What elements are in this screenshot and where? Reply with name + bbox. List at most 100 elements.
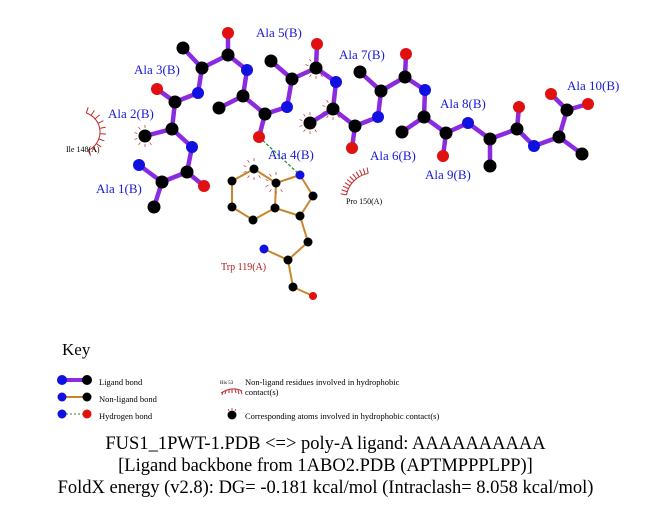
key-label-corresponding-atoms: Corresponding atoms involved in hydropho… [245,411,440,421]
hydrophobic-arc-ile148 [85,107,106,156]
trp-carbon-atom [249,164,259,174]
ligand-nitrogen-atom [192,87,204,99]
ligand-nitrogen-atom [281,101,293,113]
ligand-oxygen-atom [253,131,265,143]
ligand-carbon-atom [483,159,497,173]
key-nonligand-bond-icon [57,392,92,402]
ligand-carbon-atom [303,116,317,130]
key-title: Key [62,340,91,359]
ligand-oxygen-atom [545,88,557,100]
residue-label-trp119: Trp 119(A) [221,262,266,273]
ligand-carbon-atom [374,84,388,98]
ligand-nitrogen-atom [330,76,342,88]
contact-label-pro150: Pro 150(A) [346,197,383,206]
key-hydrophobic-arc-icon [220,388,243,396]
ligand-carbon-atom [180,165,194,179]
ligand-oxygen-atom [151,83,163,95]
trp-nitrogen-atom [259,244,269,254]
ligand-nitrogen-atom [186,141,198,153]
nonligand-bond [287,259,294,288]
ligand-carbon-atom [155,175,169,189]
ligand-carbon-atom [176,41,190,55]
hydrophobic-arc-pro150 [340,167,369,196]
ligplot-diagram: Ala 1(B) Ala 2(B) Ala 3(B) Ala 4(B) Ala … [66,25,619,300]
nonligand-bond [299,215,309,243]
hydrophobic-contact-atom-marker [134,125,152,147]
ligand-carbon-atom [168,95,182,109]
ligand-carbon-atom [221,48,235,62]
ligand-nitrogen-atom [528,140,540,152]
ligand-carbon-atom [326,102,340,116]
residue-label-ala3: Ala 3(B) [134,62,180,77]
ligand-oxygen-atom [346,142,358,154]
ligand-carbon-atom [264,54,278,68]
hydrophobic-contact-atom-marker [265,172,283,194]
trp-carbon-atom [227,202,237,212]
ligand-nitrogen-atom [133,159,145,171]
ligand-oxygen-atom [311,38,323,50]
ligand-carbon-atom [258,107,272,121]
ligand-carbon-atom [309,61,323,75]
residue-label-ala6: Ala 6(B) [370,148,416,163]
key-label-ligand-bond: Ligand bond [99,377,143,387]
ligand-carbon-atom [398,70,412,84]
trp-carbon-atom [308,191,318,201]
ligand-nitrogen-atom [241,64,253,76]
trp-carbon-atom [270,203,280,213]
trp-oxygen-atom [309,292,317,300]
hydrophobic-contact-atom-marker [243,158,261,180]
ligand-carbon-atom [417,110,431,124]
key-label-nonligand-bond: Non-ligand bond [99,394,157,404]
residue-label-ala4: Ala 4(B) [268,147,314,162]
trp-carbon-atom [303,237,313,247]
key-hydrophobic-atom-icon [227,408,237,420]
ligand-nitrogen-atom [462,117,474,129]
trp-carbon-atom [295,211,305,221]
residue-label-ala2: Ala 2(B) [108,106,154,121]
residue-label-ala9: Ala 9(B) [425,167,471,182]
ligand-carbon-atom [236,89,250,103]
residue-label-ala10: Ala 10(B) [567,78,619,93]
ligand-carbon-atom [483,132,497,146]
key-label-hydrogen-bond: Hydrogen bond [99,411,153,421]
trp-carbon-atom [271,178,281,188]
ligand-carbon-atom [195,61,209,75]
ligand-oxygen-atom [513,101,525,113]
ligand-nitrogen-atom [419,84,431,96]
residue-label-ala7: Ala 7(B) [339,47,385,62]
caption-line-2: [Ligand backbone from 1ABO2.PDB (APTMPPP… [118,456,533,476]
hydrophobic-contact-atom-marker [305,57,323,79]
key-hydrogen-bond-icon [57,409,92,419]
ligand-carbon-atom [575,147,589,161]
ligand-oxygen-atom [437,150,449,162]
ligand-carbon-atom [395,125,409,139]
ligand-carbon-atom [212,101,226,115]
ligand-carbon-atom [348,119,362,133]
ligand-oxygen-atom [222,27,234,39]
caption-line-1: FUS1_1PWT-1.PDB <=> poly-A ligand: AAAAA… [105,434,546,454]
key-label-nonligand-hydrophobic: Non-ligand residues involved in hydropho… [245,377,400,397]
residue-label-ala5: Ala 5(B) [256,25,302,40]
key-example-residue: His 53 [220,381,234,386]
hydrophobic-contact-atom-marker [322,98,340,120]
key-ligand-bond-icon [57,375,92,385]
ligand-carbon-atom [353,65,367,79]
trp-carbon-atom [283,255,293,265]
ligand-carbon-atom [560,103,574,117]
ligand-oxygen-atom [582,98,594,110]
residue-label-ala8: Ala 8(B) [440,96,486,111]
ligand-carbon-atom [285,72,299,86]
ligand-carbon-atom [147,200,161,214]
trp-nitrogen-atom [295,170,305,180]
ligand-nitrogen-atom [372,111,384,123]
ligand-carbon-atom [510,122,524,136]
residue-label-ala1: Ala 1(B) [96,181,142,196]
ligand-carbon-atom [138,129,152,143]
trp-carbon-atom [248,215,258,225]
trp-carbon-atom [227,176,237,186]
hydrophobic-contact-atom-marker [299,112,317,134]
ligand-oxygen-atom [198,180,210,192]
ligand-oxygen-atom [400,48,412,60]
hydrogen-bond [258,136,301,176]
ligand-carbon-atom [165,122,179,136]
